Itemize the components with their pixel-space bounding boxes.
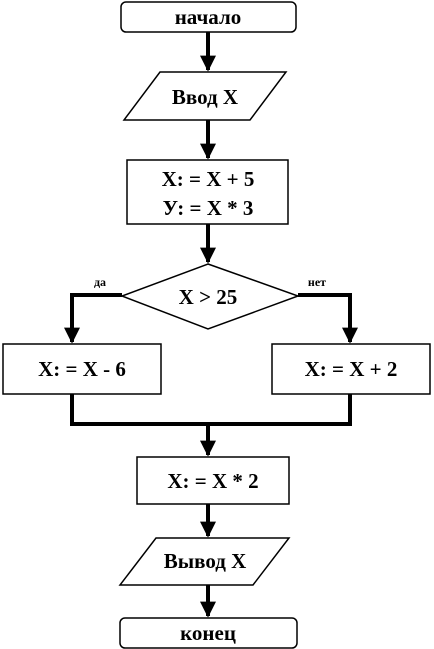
start-terminal [120,1,297,33]
no-branch-process-box [271,343,431,395]
decision-label: X > 25 [179,285,238,309]
connectors [64,32,358,618]
assign-process-box [126,159,289,225]
assign-label-line-2: У: = X * 3 [163,196,254,220]
output-label: Вывод X [164,549,247,573]
end-terminal [119,617,298,649]
decision-diamond [119,263,301,330]
start-label: начало [175,5,242,29]
labels: начало Ввод X X: = X + 5 У: = X * 3 X > … [38,5,397,645]
no-branch-label: X: = X + 2 [305,357,398,381]
yes-branch-process-box [2,343,162,395]
arrow-decision-to-yes-branch [64,293,122,344]
edge-label-yes: да [94,275,106,289]
arrow-decision-to-no-branch [298,293,358,344]
yes-branch-label: X: = X - 6 [38,357,126,381]
multiply-label: X: = X * 2 [167,469,258,493]
line-yes-branch-to-merge [70,394,208,426]
assign-label-line-1: X: = X + 5 [162,167,255,191]
multiply-process-box [136,456,290,505]
input-label: Ввод X [172,85,238,109]
edge-label-no: нет [308,275,326,289]
line-no-branch-to-merge [208,394,352,426]
end-label: конец [180,621,236,645]
output-parallelogram [118,537,291,586]
input-parallelogram [122,71,288,121]
